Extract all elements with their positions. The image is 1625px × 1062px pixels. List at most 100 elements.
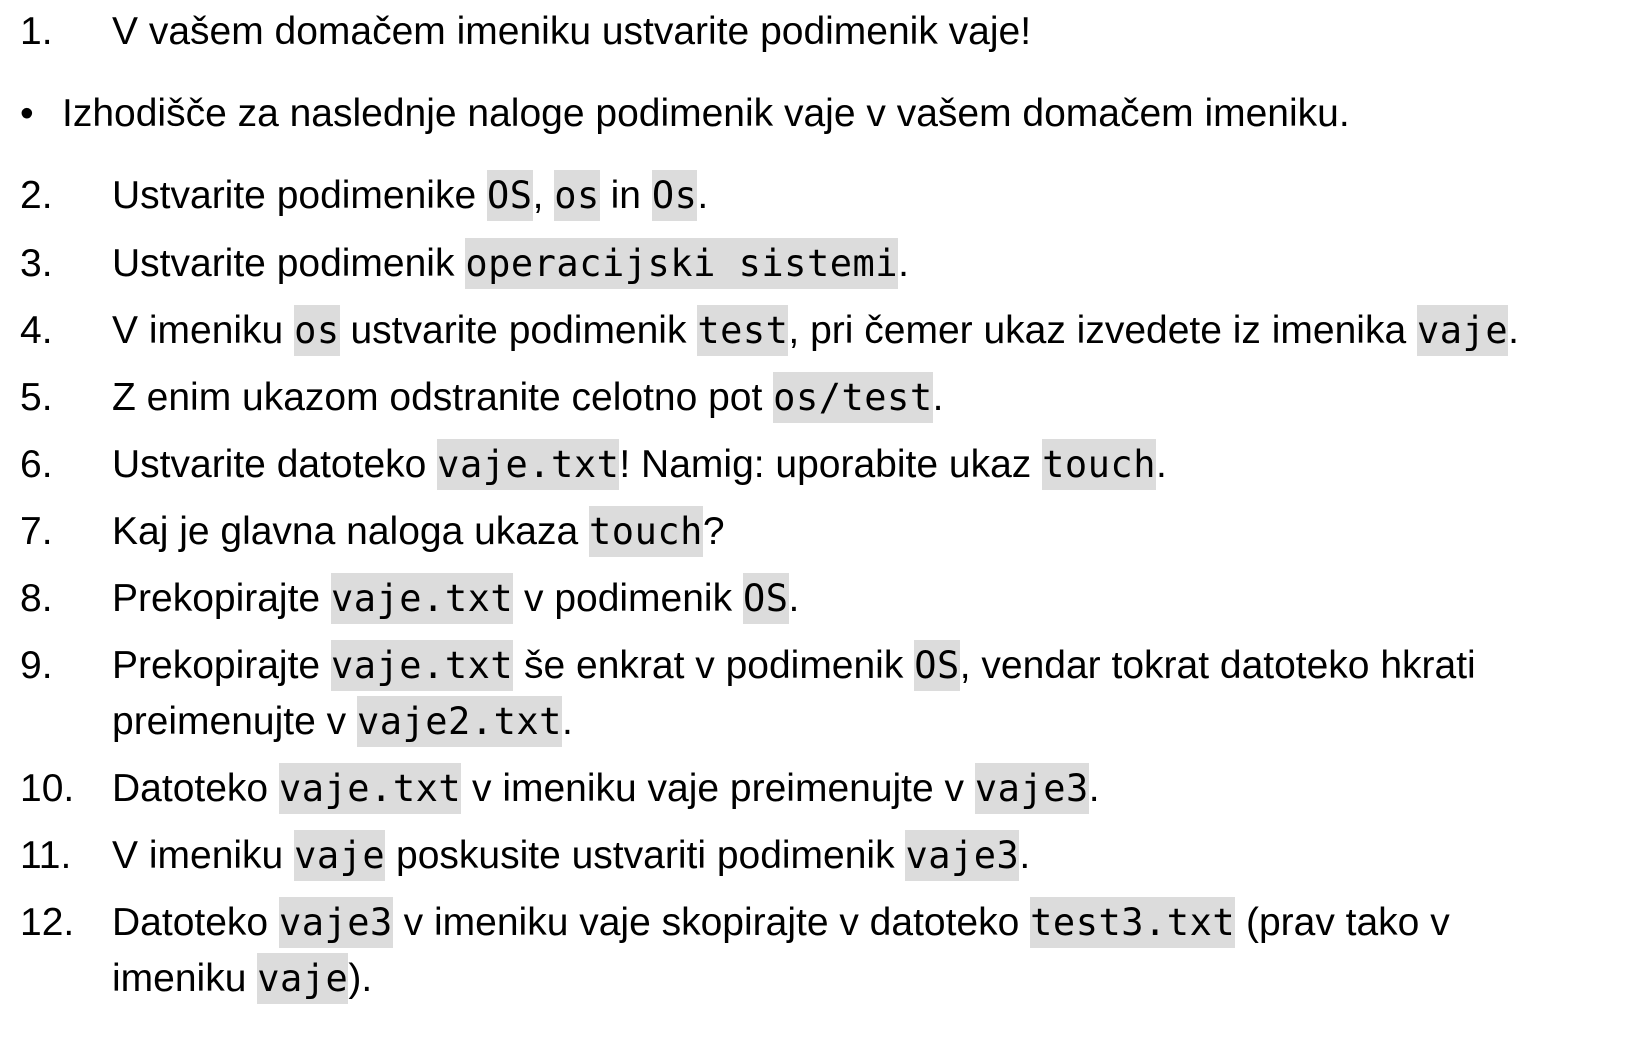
inline-code: vaje3 bbox=[278, 897, 393, 948]
inline-code: os bbox=[554, 170, 600, 221]
item-text: Datoteko vaje3 v imeniku vaje skopirajte… bbox=[112, 895, 1617, 951]
inline-code: vaje bbox=[294, 830, 386, 881]
inline-code: test3.txt bbox=[1030, 897, 1236, 948]
list-item: 12. Datoteko vaje3 v imeniku vaje skopira… bbox=[0, 895, 1625, 1007]
inline-code: vaje bbox=[257, 953, 349, 1004]
list-item: 5. Z enim ukazom odstranite celotno pot o… bbox=[0, 370, 1625, 426]
inline-code: vaje.txt bbox=[330, 573, 514, 624]
item-text-segment: ! Namig: uporabite ukaz bbox=[619, 443, 1043, 486]
item-text: Datoteko vaje.txt v imeniku vaje preimen… bbox=[112, 761, 1617, 817]
item-text-segment: še enkrat v podimenik bbox=[513, 644, 915, 687]
item-text-segment: Z enim ukazom odstranite celotno pot bbox=[112, 376, 774, 419]
item-number: 7. bbox=[20, 510, 53, 553]
item-text: Ustvarite podimenik operacijski sistemi. bbox=[112, 236, 1617, 292]
item-text-segment: preimenujte v bbox=[112, 700, 357, 743]
item-text-segment: . bbox=[788, 577, 800, 620]
inline-code: vaje.txt bbox=[437, 439, 620, 490]
item-text-segment: v podimenik bbox=[513, 577, 743, 620]
inline-code: vaje.txt bbox=[330, 640, 514, 691]
item-text-segment: . bbox=[561, 700, 573, 743]
item-text-segment: Datoteko bbox=[112, 767, 279, 810]
item-text-segment: Ustvarite datoteko bbox=[112, 443, 438, 486]
inline-code: OS bbox=[487, 170, 533, 221]
item-text-segment: . bbox=[1508, 309, 1519, 352]
inline-code: vaje2.txt bbox=[356, 696, 562, 747]
item-text-segment: . bbox=[1019, 834, 1031, 877]
item-text-segment: Izhodišče za naslednje naloge podimenik … bbox=[62, 92, 1350, 135]
item-number: 9. bbox=[20, 644, 53, 687]
item-number: 12. bbox=[20, 901, 75, 944]
item-text-continuation: preimenujte v vaje2.txt. bbox=[112, 694, 573, 750]
item-text-segment: poskusite ustvariti podimenik bbox=[385, 834, 906, 877]
item-number: 1. bbox=[20, 10, 53, 53]
list-item: 6. Ustvarite datoteko vaje.txt! Namig: up… bbox=[0, 437, 1625, 493]
item-number: 2. bbox=[20, 174, 53, 217]
inline-code: operacijski sistemi bbox=[465, 238, 899, 289]
item-text: Ustvarite podimenike OS, os in Os. bbox=[112, 168, 1617, 224]
item-text-continuation: imeniku vaje). bbox=[112, 951, 372, 1007]
inline-code: OS bbox=[742, 573, 789, 624]
inline-code: vaje bbox=[1417, 305, 1509, 356]
item-text-segment: . bbox=[1156, 443, 1167, 486]
item-text-segment: in bbox=[599, 174, 652, 217]
item-text-segment: (prav tako v bbox=[1235, 901, 1450, 944]
item-text-segment: v imeniku vaje preimenujte v bbox=[461, 767, 975, 810]
item-text-segment: V vašem domačem imeniku ustvarite podime… bbox=[112, 10, 1032, 53]
inline-code: vaje.txt bbox=[278, 763, 462, 814]
item-number: 8. bbox=[20, 577, 53, 620]
item-text: Ustvarite datoteko vaje.txt! Namig: upor… bbox=[112, 437, 1617, 493]
item-text: V imeniku os ustvarite podimenik test, p… bbox=[112, 303, 1617, 359]
inline-code: os/test bbox=[773, 372, 933, 423]
inline-code: vaje3 bbox=[974, 763, 1089, 814]
item-text: Izhodišče za naslednje naloge podimenik … bbox=[62, 86, 1567, 142]
item-text-segment: imeniku bbox=[112, 957, 258, 1000]
item-text-segment: v imeniku vaje skopirajte v datoteko bbox=[392, 901, 1031, 944]
item-text-segment: , pri čemer ukaz izvedete iz imenika bbox=[788, 309, 1417, 352]
list-item: 2. Ustvarite podimenike OS, os in Os. bbox=[0, 168, 1625, 224]
item-text: V vašem domačem imeniku ustvarite podime… bbox=[112, 4, 1617, 60]
item-text-segment: ). bbox=[348, 957, 373, 1000]
inline-code: OS bbox=[914, 640, 960, 691]
item-text: Kaj je glavna naloga ukaza touch? bbox=[112, 504, 1617, 560]
inline-code: touch bbox=[589, 506, 703, 557]
item-text: V imeniku vaje poskusite ustvariti podim… bbox=[112, 828, 1617, 884]
item-text-segment: . bbox=[1088, 767, 1100, 810]
list-item: 4. V imeniku os ustvarite podimenik test,… bbox=[0, 303, 1625, 359]
list-item: 7. Kaj je glavna naloga ukaza touch? bbox=[0, 504, 1625, 560]
list-item: 9. Prekopirajte vaje.txt še enkrat v podi… bbox=[0, 638, 1625, 750]
inline-code: Os bbox=[651, 170, 698, 221]
item-text-segment: . bbox=[697, 174, 709, 217]
list-item: 3. Ustvarite podimenik operacijski sistem… bbox=[0, 236, 1625, 292]
inline-code: test bbox=[697, 305, 789, 356]
item-text-segment: Ustvarite podimenike bbox=[112, 174, 487, 217]
item-text: Prekopirajte vaje.txt še enkrat v podime… bbox=[112, 638, 1617, 694]
bullet-item: •Izhodišče za naslednje naloge podimenik… bbox=[0, 86, 1625, 142]
item-text-segment: Ustvarite podimenik bbox=[112, 242, 466, 285]
item-number: 4. bbox=[20, 309, 53, 352]
list-item: 8. Prekopirajte vaje.txt v podimenik OS. bbox=[0, 571, 1625, 627]
item-text: Prekopirajte vaje.txt v podimenik OS. bbox=[112, 571, 1617, 627]
list-item: 10. Datoteko vaje.txt v imeniku vaje prei… bbox=[0, 761, 1625, 817]
item-text-segment: ? bbox=[702, 510, 725, 553]
item-text-segment: , bbox=[532, 174, 555, 217]
item-text-segment: . bbox=[898, 242, 909, 285]
item-number: 11. bbox=[20, 834, 72, 877]
inline-code: touch bbox=[1042, 439, 1156, 490]
item-text-segment: V imeniku bbox=[112, 309, 295, 352]
item-text-segment: Prekopirajte bbox=[112, 644, 331, 687]
item-text-segment: Prekopirajte bbox=[112, 577, 331, 620]
item-number: 10. bbox=[20, 767, 75, 810]
list-item: 1. V vašem domačem imeniku ustvarite podi… bbox=[0, 4, 1625, 60]
item-text-segment: ustvarite podimenik bbox=[339, 309, 698, 352]
inline-code: vaje3 bbox=[905, 830, 1020, 881]
inline-code: os bbox=[294, 305, 340, 356]
item-number: 5. bbox=[20, 376, 53, 419]
item-text: Z enim ukazom odstranite celotno pot os/… bbox=[112, 370, 1617, 426]
item-number: 3. bbox=[20, 242, 53, 285]
item-text-segment: . bbox=[932, 376, 944, 419]
item-text-segment: , vendar tokrat datoteko hkrati bbox=[959, 644, 1476, 687]
item-text-segment: Kaj je glavna naloga ukaza bbox=[112, 510, 590, 553]
item-number: 6. bbox=[20, 443, 53, 486]
item-text-segment: V imeniku bbox=[112, 834, 295, 877]
